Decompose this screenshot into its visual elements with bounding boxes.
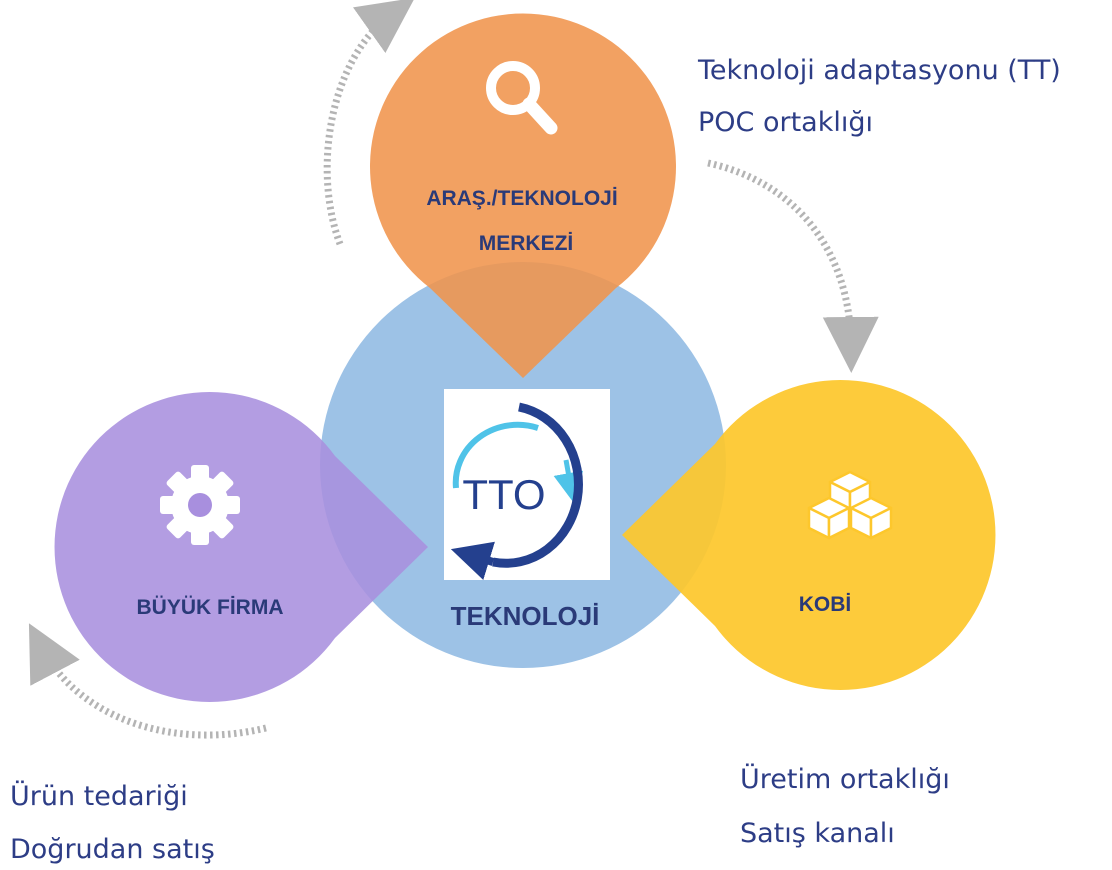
large-firm-note-2: Doğrudan satış: [10, 834, 215, 865]
technology-label: TEKNOLOJİ: [451, 601, 600, 631]
large-firm-label: BÜYÜK FİRMA: [137, 596, 284, 619]
logo-arrow-light: [452, 421, 539, 489]
logo-arrow-dark: [492, 402, 583, 568]
search-icon: [486, 61, 558, 135]
research-note-1: Teknoloji adaptasyonu (TT): [697, 55, 1061, 86]
research-label-line1: ARAŞ./TEKNOLOJİ: [426, 187, 617, 210]
large-firm-node: [54, 391, 428, 702]
arrow-to-research: [323, 0, 415, 246]
arrow-to-large-firm: [28, 623, 267, 739]
boxes-icon: [807, 470, 893, 540]
logo-text: TTO: [462, 471, 545, 518]
logo-arrow-light-drop: [553, 459, 584, 503]
sme-node: [622, 379, 996, 690]
research-note-2: POC ortaklığı: [698, 107, 873, 138]
large-firm-note-1: Ürün tedariği: [10, 780, 188, 812]
research-label-line2: MERKEZİ: [479, 232, 574, 255]
arrow-to-sme: [707, 159, 879, 373]
sme-label: KOBİ: [799, 593, 852, 616]
sme-note-2: Satış kanalı: [740, 818, 895, 849]
research-center-node: [370, 13, 676, 379]
sme-note-1: Üretim ortaklığı: [740, 763, 950, 795]
logo-arrow-dark-tail: [450, 541, 495, 580]
gear-icon: [160, 465, 240, 545]
tto-logo: TTO: [444, 389, 610, 580]
